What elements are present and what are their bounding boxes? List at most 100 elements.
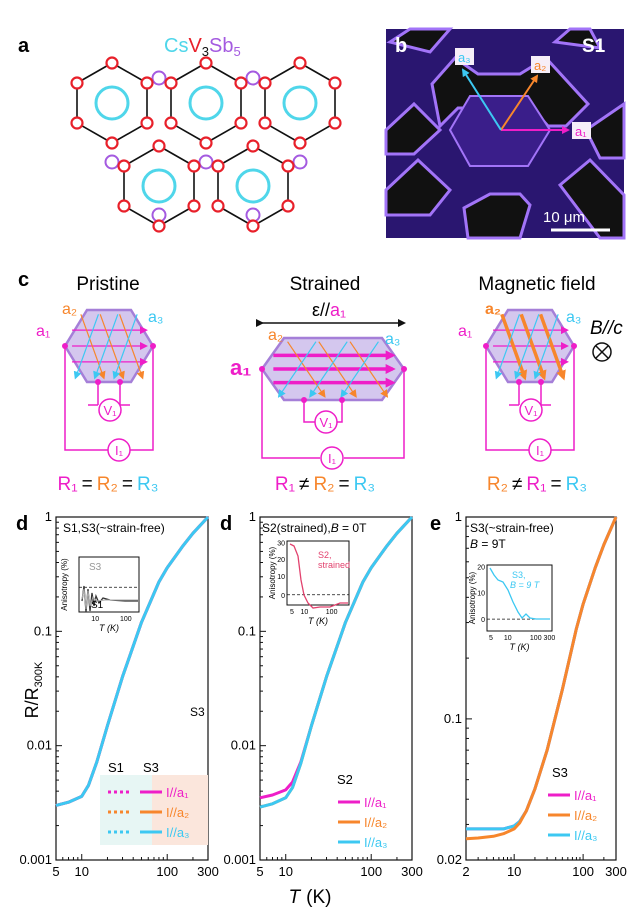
inset-y-tick: 10 xyxy=(277,574,285,581)
cs-atom xyxy=(235,168,271,204)
sb-atom xyxy=(151,70,167,86)
x-tick-label: 300 xyxy=(197,864,219,879)
kagome-lattice xyxy=(70,56,342,233)
svg-text:V₁: V₁ xyxy=(103,403,117,418)
schematic-pristine: Pristine V₁ I₁ a₁ a₂ a₃ R₁=R₂=R₃ xyxy=(36,274,163,495)
voltmeter-strained xyxy=(314,410,338,434)
svg-text:I₁: I₁ xyxy=(536,443,545,458)
v-atom xyxy=(328,116,342,130)
compound-formula: CsV3Sb5 xyxy=(164,35,241,59)
y-tick-label: 1 xyxy=(45,509,52,524)
current-path-a3 xyxy=(309,341,348,398)
inset-y-tick: 20 xyxy=(477,564,485,571)
current-source-strained xyxy=(320,446,344,470)
wiring-strained xyxy=(261,369,405,459)
lattice-bond xyxy=(252,145,289,167)
wiring-pristine xyxy=(64,346,154,451)
legend-label: I//a₂ xyxy=(166,805,189,820)
v-atom xyxy=(211,199,225,213)
current-path-a2 xyxy=(118,314,145,380)
title-e-line2: B = 9T xyxy=(470,537,506,551)
voltmeter-pristine xyxy=(98,398,122,422)
current-path-a3 xyxy=(93,314,119,380)
current-paths-strained xyxy=(273,341,396,398)
v-atom xyxy=(187,159,201,173)
v-atom xyxy=(281,159,295,173)
sem-label-a3-bg xyxy=(455,48,474,65)
current-path-a3 xyxy=(533,314,559,380)
field-into-page-icon xyxy=(592,342,612,362)
legend-label: I//a₃ xyxy=(574,828,597,843)
sem-contacts xyxy=(384,27,626,240)
v-atom xyxy=(199,136,213,150)
lattice-bond xyxy=(111,122,148,144)
current-path-a3 xyxy=(340,341,379,398)
plot-frame xyxy=(259,516,413,861)
x-tick-label: 5 xyxy=(52,864,59,879)
x-tick-label: 100 xyxy=(572,864,594,879)
v-atom xyxy=(140,116,154,130)
v-atom xyxy=(140,76,154,90)
current-path-a2 xyxy=(519,313,547,381)
label-a2-field: a₂ xyxy=(485,301,501,318)
series-line-3 xyxy=(466,516,618,831)
v-atom xyxy=(152,219,166,233)
inset-trace xyxy=(289,543,348,609)
y-axis-label: R/R300K xyxy=(22,661,45,718)
x-tick-label: 300 xyxy=(605,864,627,879)
sem-vector-a2 xyxy=(500,74,539,131)
scale-bar-label: 10 μm xyxy=(543,209,585,226)
schematic-magnetic-field: Magnetic field V₁ I₁ a₁ a₂ a₃ B//c R₂≠R₁… xyxy=(458,274,623,495)
v-atom xyxy=(246,219,260,233)
current-paths-field xyxy=(493,313,569,381)
y-tick-label: 0.001 xyxy=(223,852,256,867)
lattice-bond xyxy=(170,122,207,144)
label-a1-strained: a₁ xyxy=(230,355,251,380)
inset-label-s2-a: S2, xyxy=(318,550,332,560)
current-path-a3 xyxy=(514,314,540,380)
inset-label-s3-a: S3, xyxy=(512,570,526,580)
x-tick-label: 10 xyxy=(507,864,521,879)
panel-label-d2: d xyxy=(220,513,232,535)
formula-cs: Cs xyxy=(164,35,188,57)
lattice-bond xyxy=(158,205,195,227)
strain-label: ε//a₁ xyxy=(312,300,346,320)
inset-y-tick: 0 xyxy=(481,617,485,624)
v-atom xyxy=(293,136,307,150)
label-a1-field: a₁ xyxy=(458,323,472,340)
inset-trace-2 xyxy=(81,588,138,610)
current-path-a2 xyxy=(287,341,326,398)
v-atom xyxy=(328,76,342,90)
legend-label: I//a₁ xyxy=(364,795,387,810)
v-atom xyxy=(234,116,248,130)
v-atom xyxy=(117,199,131,213)
y-tick-label: 0.001 xyxy=(19,852,52,867)
v-atom xyxy=(187,199,201,213)
cs-atom xyxy=(282,85,318,121)
inset-x-tick: 10 xyxy=(300,609,308,616)
v-atom xyxy=(164,116,178,130)
v-atom xyxy=(234,76,248,90)
inset-trace xyxy=(489,567,550,620)
label-a2-pristine: a₂ xyxy=(62,301,77,318)
cs-atom xyxy=(94,85,130,121)
formula-v: V xyxy=(188,35,202,57)
panel-label-d1: d xyxy=(16,513,28,535)
y-tick-label: 0.1 xyxy=(444,711,462,726)
v-atom xyxy=(105,136,119,150)
legend-label: I//a₁ xyxy=(166,785,189,800)
current-path-a2 xyxy=(99,314,125,380)
legend-label: I//a₃ xyxy=(166,825,189,840)
equation-field: R₂≠R₁=R₃ xyxy=(487,474,587,495)
lattice-bond xyxy=(76,62,113,84)
current-source-pristine xyxy=(107,438,131,462)
side-label-d1: S3 xyxy=(190,705,205,719)
lattice-bond xyxy=(205,122,242,144)
lattice-bond xyxy=(299,62,336,84)
lattice-bond xyxy=(217,205,254,227)
lattice-bond xyxy=(217,145,254,167)
title-magnetic-field: Magnetic field xyxy=(478,274,595,295)
